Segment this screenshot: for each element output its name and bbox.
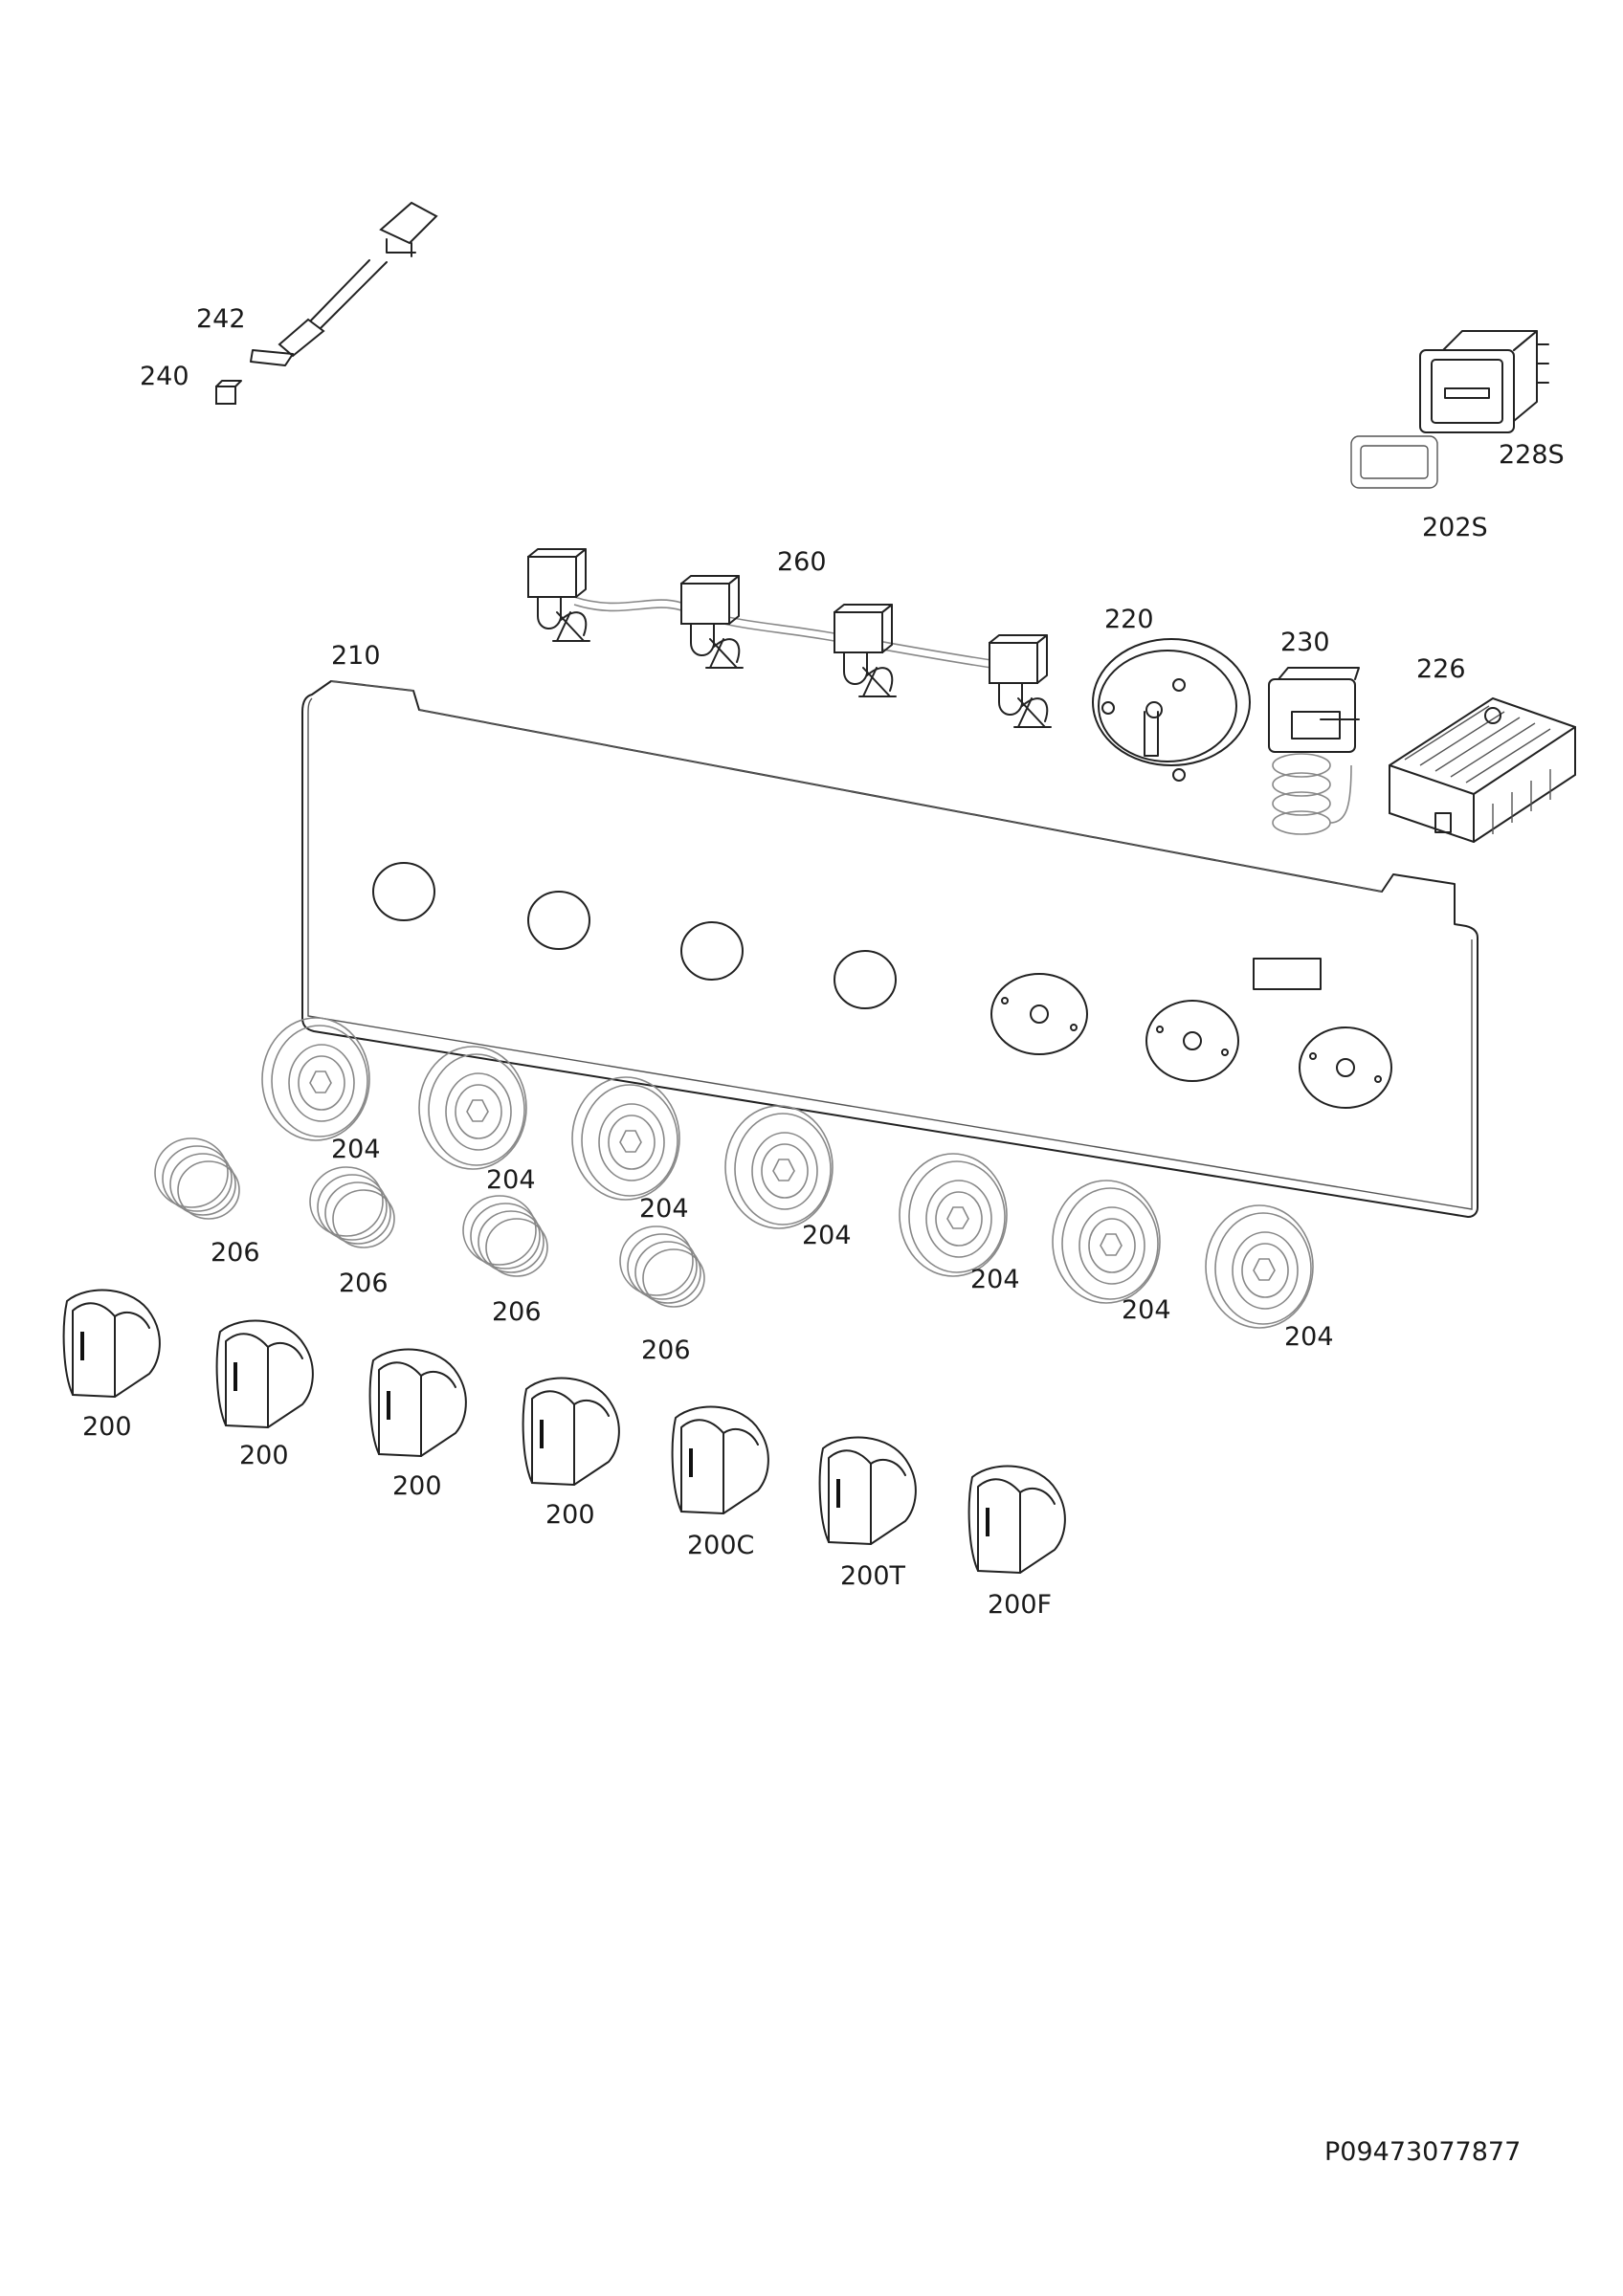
label-200t: 200T: [840, 1561, 906, 1591]
label-230: 230: [1280, 628, 1330, 657]
label-200: 200: [82, 1412, 132, 1442]
label-206: 206: [492, 1297, 542, 1327]
label-210: 210: [331, 641, 381, 671]
part-230-thermostat: [1268, 667, 1360, 835]
label-202s: 202S: [1422, 513, 1488, 542]
part-260-igniter-harness: [527, 548, 1052, 728]
part-210-control-panel: [301, 680, 1478, 1218]
label-226: 226: [1416, 654, 1466, 684]
part-200-knobs: [61, 1288, 1067, 1575]
label-204: 204: [1284, 1322, 1334, 1352]
label-204: 204: [639, 1194, 689, 1224]
label-206: 206: [211, 1238, 260, 1268]
label-200: 200: [545, 1500, 595, 1530]
part-202s-frame: [1350, 435, 1438, 489]
label-228s: 228S: [1499, 440, 1565, 470]
label-200: 200: [392, 1471, 442, 1501]
label-240: 240: [140, 362, 189, 391]
label-204: 204: [331, 1135, 381, 1164]
label-200f: 200F: [988, 1590, 1052, 1620]
label-204: 204: [802, 1221, 852, 1250]
label-220: 220: [1104, 605, 1154, 634]
part-206-springs: [154, 1137, 705, 1308]
label-206: 206: [339, 1269, 389, 1298]
label-260: 260: [777, 547, 827, 577]
part-220-timer: [1092, 638, 1251, 782]
label-204: 204: [1122, 1295, 1171, 1325]
label-204: 204: [970, 1265, 1020, 1294]
label-200c: 200C: [687, 1531, 754, 1560]
part-240-plug: [215, 380, 242, 405]
label-242: 242: [196, 304, 246, 334]
label-204: 204: [486, 1165, 536, 1195]
part-228s-switch: [1419, 330, 1549, 433]
part-226-selector-switch: [1389, 696, 1576, 844]
document-code: P09473077877: [1324, 2137, 1521, 2167]
part-242-cable: [250, 201, 438, 366]
label-200: 200: [239, 1441, 289, 1470]
label-206: 206: [641, 1336, 691, 1365]
